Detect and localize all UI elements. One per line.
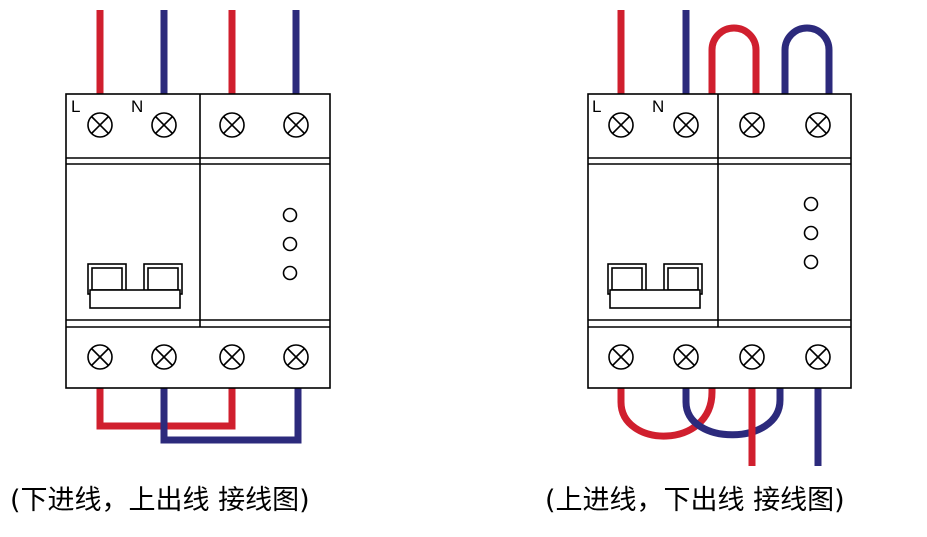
left-top-wires xyxy=(96,10,300,96)
screw-icon xyxy=(87,344,113,370)
left-breaker-device xyxy=(65,93,331,389)
screw-icon xyxy=(283,112,309,138)
right-toggle-bar xyxy=(609,289,701,309)
left-indicator-2 xyxy=(282,236,298,252)
right-diagram: L N xyxy=(587,10,852,466)
screw-icon xyxy=(805,112,831,138)
left-indicator-3 xyxy=(282,265,298,281)
screw-icon xyxy=(673,344,699,370)
right-bottom-loop-red xyxy=(617,388,716,440)
right-label-n: N xyxy=(652,97,664,116)
left-bottom-wires xyxy=(96,388,302,444)
right-top-loop-blue xyxy=(781,24,833,96)
right-indicator-2 xyxy=(803,225,819,241)
right-indicator-1 xyxy=(803,196,819,212)
screw-icon xyxy=(805,344,831,370)
screw-icon xyxy=(283,344,309,370)
left-diagram: L N xyxy=(65,10,331,444)
left-toggle-bar xyxy=(89,289,181,309)
right-bottom-wires xyxy=(617,388,822,466)
screw-icon xyxy=(608,344,634,370)
screw-icon xyxy=(151,112,177,138)
left-indicator-1 xyxy=(282,207,298,223)
screw-icon xyxy=(87,112,113,138)
screw-icon xyxy=(219,112,245,138)
screw-icon xyxy=(673,112,699,138)
screw-icon xyxy=(739,112,765,138)
screw-icon xyxy=(739,344,765,370)
left-label-n: N xyxy=(131,97,143,116)
left-label-l: L xyxy=(71,97,80,116)
screw-icon xyxy=(608,112,634,138)
right-label-l: L xyxy=(592,97,601,116)
right-bottom-loop-blue xyxy=(682,388,784,439)
right-top-wires xyxy=(617,10,833,96)
left-caption: (下进线，上出线 接线图) xyxy=(10,485,310,516)
screw-icon xyxy=(151,344,177,370)
screw-icon xyxy=(219,344,245,370)
right-indicator-3 xyxy=(803,254,819,270)
right-caption: (上进线，下出线 接线图) xyxy=(545,485,845,516)
right-top-loop-red xyxy=(708,24,760,96)
left-jumper-blue xyxy=(160,388,302,444)
right-breaker-device xyxy=(587,93,852,389)
